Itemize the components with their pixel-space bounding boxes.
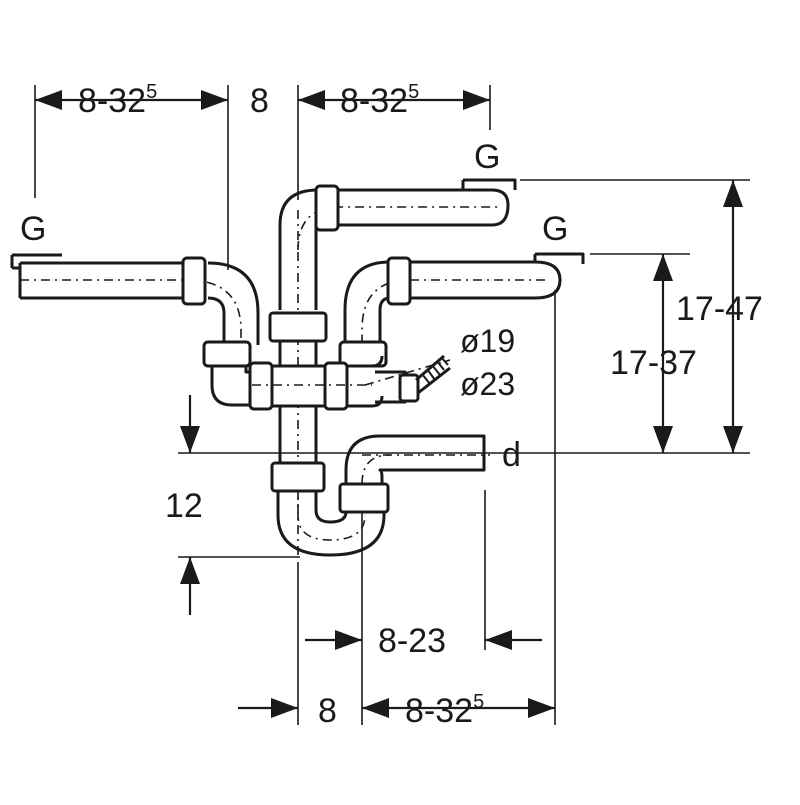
dim-top-left bbox=[35, 90, 228, 110]
label-dia-large: ø23 bbox=[460, 366, 515, 402]
dim-height-inner bbox=[653, 254, 673, 453]
label-dim-height-outer: 17-47 bbox=[676, 290, 763, 328]
left-coupling bbox=[181, 256, 207, 306]
label-dim-trap-depth: 12 bbox=[165, 487, 203, 525]
dim-bottom-mid bbox=[305, 630, 542, 650]
label-inlet-top-right: G bbox=[474, 138, 500, 176]
tee-body bbox=[248, 311, 384, 411]
label-dim-height-inner: 17-37 bbox=[610, 344, 697, 382]
label-inlet-mid-right: G bbox=[542, 210, 568, 248]
label-dia-small: ø19 bbox=[460, 323, 515, 359]
label-dim-top-center: 8 bbox=[250, 82, 269, 120]
left-tee-branch bbox=[210, 366, 252, 407]
label-dim-bottom-right: 8-325 bbox=[405, 691, 484, 730]
dim-top-right bbox=[298, 90, 490, 110]
dim-bottom-left bbox=[238, 698, 298, 718]
dishwasher-connection bbox=[364, 354, 451, 404]
label-dim-bottom-mid: 8-23 bbox=[378, 622, 446, 660]
right-coupling bbox=[386, 256, 412, 306]
label-dim-top-right: 8-325 bbox=[340, 81, 419, 120]
label-dim-top-left: 8-325 bbox=[78, 81, 157, 120]
label-inlet-left: G bbox=[20, 210, 46, 248]
dim-bottom-right bbox=[362, 698, 555, 718]
outlet-pipe bbox=[344, 434, 490, 485]
left-elbow-coupling bbox=[202, 340, 252, 368]
label-outlet-d: d bbox=[502, 436, 521, 474]
top-coupling bbox=[314, 184, 340, 232]
label-dim-bottom-left: 8 bbox=[318, 692, 337, 730]
trap-bend bbox=[276, 482, 390, 557]
left-inlet-pipe bbox=[10, 253, 260, 370]
dim-trap-depth bbox=[180, 395, 200, 615]
dim-height-outer bbox=[723, 180, 743, 453]
extension-lines bbox=[34, 85, 750, 725]
